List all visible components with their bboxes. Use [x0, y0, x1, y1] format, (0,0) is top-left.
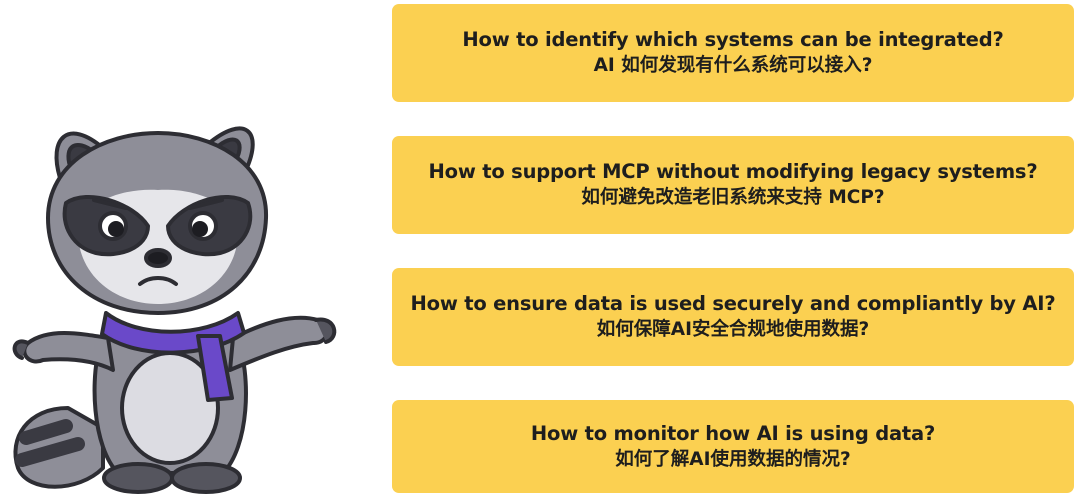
- question-1-english: How to identify which systems can be int…: [462, 28, 1004, 51]
- question-1-chinese: AI 如何发现有什么系统可以接入?: [593, 55, 873, 76]
- question-3-chinese: 如何保障AI安全合规地使用数据?: [596, 319, 870, 340]
- confused-raccoon-icon: [12, 126, 337, 494]
- question-4-english: How to monitor how AI is using data?: [530, 421, 936, 445]
- question-4-chinese: 如何了解AI使用数据的情况?: [615, 448, 851, 470]
- question-card-4: How to monitor how AI is using data? 如何了…: [392, 400, 1074, 493]
- question-card-3: How to ensure data is used securely and …: [392, 268, 1074, 366]
- question-3-english: How to ensure data is used securely and …: [410, 292, 1056, 315]
- question-card-2: How to support MCP without modifying leg…: [392, 136, 1074, 234]
- question-card-1: How to identify which systems can be int…: [392, 4, 1074, 102]
- question-2-english: How to support MCP without modifying leg…: [428, 160, 1038, 183]
- question-2-chinese: 如何避免改造老旧系统来支持 MCP?: [581, 187, 885, 208]
